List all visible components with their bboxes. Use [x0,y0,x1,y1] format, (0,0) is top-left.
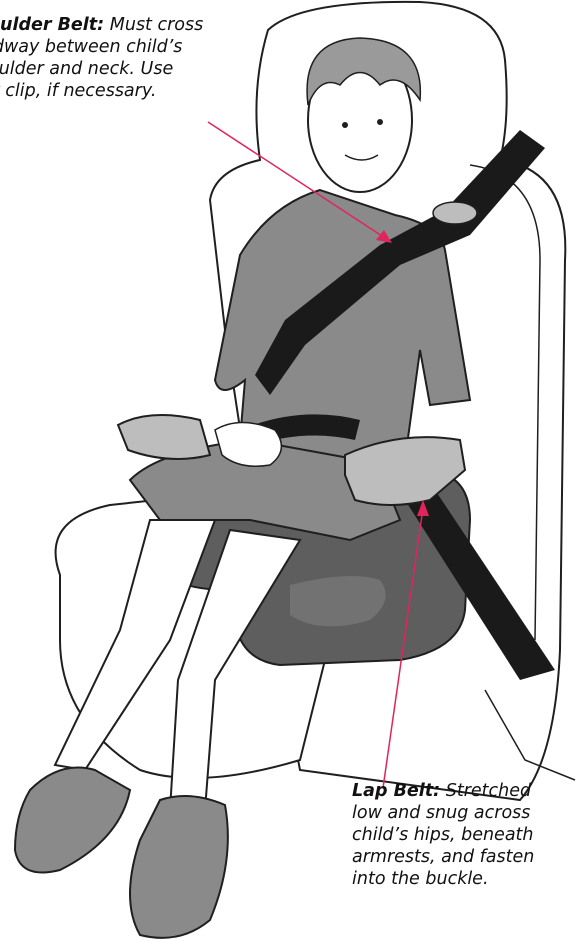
child-eye-right [377,119,383,125]
lap-belt-line-1: Stretched [446,781,531,801]
lap-belt-line-2: low and snug across [352,802,534,824]
left-sandal [15,768,130,873]
lap-belt-line-5: into the buckle. [352,868,534,890]
booster-base-highlight [290,576,386,626]
shoulder-belt-line-3: oulder and neck. Use [0,58,203,80]
shoulder-belt-line-4: lt clip, if necessary. [0,80,203,102]
lap-belt-line-3: child’s hips, beneath [352,824,534,846]
lap-belt-callout: Lap Belt: Stretched low and snug across … [352,780,534,890]
lap-belt-title: Lap Belt: [352,781,440,801]
right-sandal [130,796,228,938]
belt-clip [433,202,477,224]
shoulder-belt-callout: oulder Belt: Must cross idway between ch… [0,14,203,102]
child-eye-left [342,122,348,128]
lap-belt-line-4: armrests, and fasten [352,846,534,868]
shoulder-belt-line-1: Must cross [110,15,204,35]
shoulder-belt-title: oulder Belt: [0,15,104,35]
shoulder-belt-line-2: idway between child’s [0,36,203,58]
left-armrest [118,415,210,459]
